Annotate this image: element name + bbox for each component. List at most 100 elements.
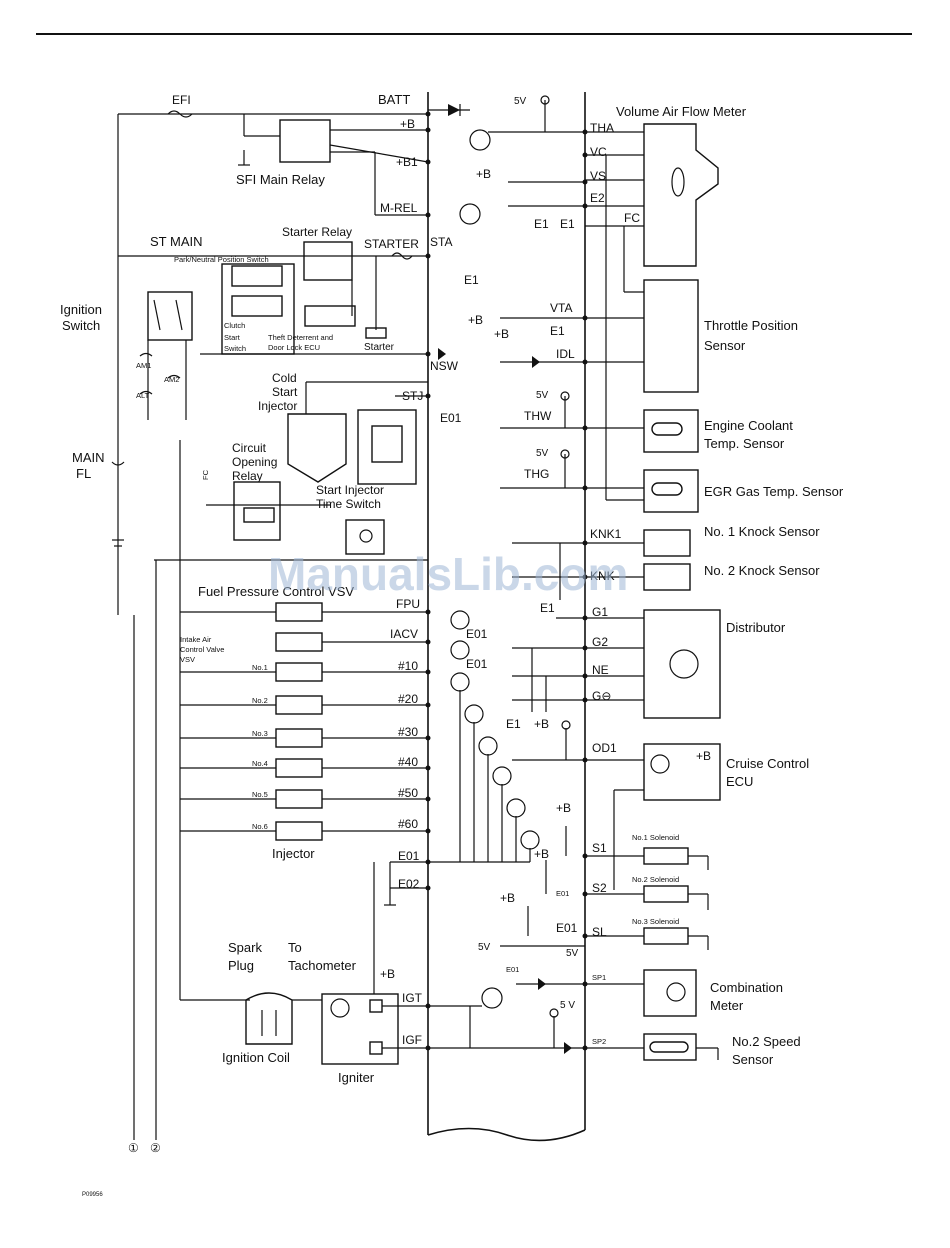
- label-igniter: Igniter: [338, 1070, 375, 1085]
- label-igf: IGF: [402, 1033, 422, 1047]
- label-knk2: KNK: [590, 569, 615, 583]
- sensor-wiring: [459, 95, 721, 1061]
- label-intake-3: VSV: [180, 655, 195, 664]
- label-am1: AM1: [136, 361, 151, 370]
- power-wiring: [111, 104, 470, 1140]
- label-plus-b-cruise: +B: [696, 749, 711, 763]
- label-bottom-2: ②: [150, 1141, 161, 1155]
- label-ect-1: Engine Coolant: [704, 418, 793, 433]
- label-pin-40: #40: [398, 755, 418, 769]
- label-e01-pin: E01: [398, 849, 420, 863]
- label-od1: OD1: [592, 741, 617, 755]
- label-plus-b-s2: +B: [534, 847, 549, 861]
- label-combo-2: Meter: [710, 998, 744, 1013]
- label-vc: VC: [590, 145, 607, 159]
- label-e1-b: E1: [560, 217, 575, 231]
- label-clutch-1: Clutch: [224, 321, 245, 330]
- label-plus-b-vs: +B: [476, 167, 491, 181]
- label-circuit-3: Relay: [232, 469, 263, 483]
- label-ect-2: Temp. Sensor: [704, 436, 785, 451]
- label-to-2: Tachometer: [288, 958, 357, 973]
- label-sol2: No.2 Solenoid: [632, 875, 679, 884]
- label-e01-b: E01: [466, 627, 488, 641]
- label-injector: Injector: [272, 846, 315, 861]
- label-circuit-1: Circuit: [232, 441, 267, 455]
- label-fc-small: FC: [201, 469, 210, 480]
- label-e01-c: E01: [466, 657, 488, 671]
- label-e1-a: E1: [534, 217, 549, 231]
- label-sfi-main-relay: SFI Main Relay: [236, 172, 325, 187]
- label-pin-30: #30: [398, 725, 418, 739]
- label-speed-2: Sensor: [732, 1052, 774, 1067]
- label-thw: THW: [524, 409, 552, 423]
- label-5v-d: 5V: [478, 942, 491, 953]
- label-ignition-2: Switch: [62, 318, 100, 333]
- label-main-1: MAIN: [72, 450, 105, 465]
- label-plus-b-ign: +B: [380, 967, 395, 981]
- label-knk1: KNK1: [590, 527, 622, 541]
- label-distributor: Distributor: [726, 620, 786, 635]
- label-intake-2: Control Valve: [180, 645, 224, 654]
- junction-dots: [425, 111, 588, 1051]
- label-inj-no-4: No.4: [252, 759, 268, 768]
- label-starter: Starter: [364, 342, 395, 353]
- label-ignition-coil: Ignition Coil: [222, 1050, 290, 1065]
- label-tha: THA: [590, 121, 614, 135]
- label-knock1: No. 1 Knock Sensor: [704, 524, 820, 539]
- actuator-wiring: [180, 602, 585, 1065]
- label-cruise-1: Cruise Control: [726, 756, 809, 771]
- label-vafm: Volume Air Flow Meter: [616, 104, 747, 119]
- label-g-minus: G⊖: [592, 689, 611, 703]
- label-e01-e: E01: [556, 921, 578, 935]
- label-e01-d: E01: [556, 889, 569, 898]
- label-e1-e: E1: [506, 717, 521, 731]
- label-nsw: NSW: [430, 359, 459, 373]
- label-start-inj-2: Time Switch: [316, 497, 381, 511]
- top-labels: EFI BATT +B +B1 M-REL SFI Main Relay ST …: [60, 92, 479, 511]
- label-5v-f: 5 V: [560, 1000, 575, 1011]
- label-combo-1: Combination: [710, 980, 783, 995]
- label-st-main: ST MAIN: [150, 234, 203, 249]
- label-inj-no-6: No.6: [252, 822, 268, 831]
- label-pin-10: #10: [398, 659, 418, 673]
- actuator-labels: Fuel Pressure Control VSV FPU IACV E01 E…: [128, 584, 488, 1155]
- label-ignition-1: Ignition: [60, 302, 102, 317]
- label-cold-1: Cold: [272, 371, 297, 385]
- label-cold-3: Injector: [258, 399, 297, 413]
- label-5v-c: 5V: [536, 448, 549, 459]
- label-bottom-1: ①: [128, 1141, 139, 1155]
- label-clutch-3: Switch: [224, 344, 246, 353]
- label-ne: NE: [592, 663, 609, 677]
- label-spark-2: Plug: [228, 958, 254, 973]
- label-sl: SL: [592, 925, 607, 939]
- watermark: ManualsLib.com: [268, 548, 628, 600]
- label-park-neutral: Park/Neutral Position Switch: [174, 255, 269, 264]
- label-vs: VS: [590, 169, 606, 183]
- label-s1: S1: [592, 841, 607, 855]
- label-s2: S2: [592, 881, 607, 895]
- label-tps-2: Sensor: [704, 338, 746, 353]
- label-5v-e: 5V: [566, 948, 579, 959]
- label-circuit-2: Opening: [232, 455, 277, 469]
- label-igt: IGT: [402, 991, 423, 1005]
- label-theft-1: Theft Deterrent and: [268, 333, 333, 342]
- label-plus-b-tps: +B: [468, 313, 483, 327]
- label-vta: VTA: [550, 301, 572, 315]
- label-inj-no-3: No.3: [252, 729, 268, 738]
- label-sol3: No.3 Solenoid: [632, 917, 679, 926]
- label-e1-sta: E1: [464, 273, 479, 287]
- label-theft-2: Door Lock ECU: [268, 343, 320, 352]
- label-tps-1: Throttle Position: [704, 318, 798, 333]
- label-inj-no-1: No.1: [252, 663, 268, 672]
- label-idl: IDL: [556, 347, 575, 361]
- label-main-2: FL: [76, 466, 91, 481]
- label-plus-b1: +B1: [396, 155, 418, 169]
- label-clutch-2: Start: [224, 333, 241, 342]
- label-spark-1: Spark: [228, 940, 262, 955]
- label-batt: BATT: [378, 92, 410, 107]
- label-5v-a: 5V: [514, 96, 527, 107]
- label-pin-50: #50: [398, 786, 418, 800]
- label-fuel-pressure-vsv: Fuel Pressure Control VSV: [198, 584, 354, 599]
- label-egr: EGR Gas Temp. Sensor: [704, 484, 844, 499]
